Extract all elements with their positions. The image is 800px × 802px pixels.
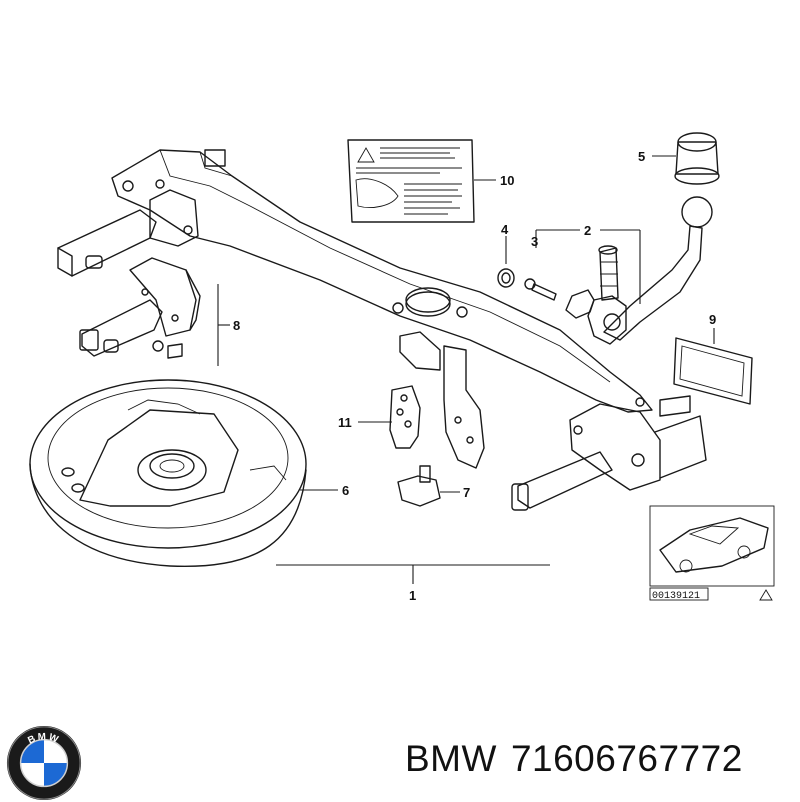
ball-neck [565,196,713,345]
callout-3: 3 [531,234,538,249]
callout-5: 5 [638,149,645,164]
callout-numbers: 1 2 3 4 5 6 7 8 9 10 11 [233,149,716,603]
svg-text:BMW: BMW [26,731,61,746]
callout-10: 10 [500,173,514,188]
mounting-plate [389,345,485,469]
side-bracket-set [79,257,201,359]
part-caption: BMW 71606767772 [405,738,757,780]
part-number: 71606767772 [510,738,743,779]
bmw-roundel-icon: BMW [6,725,82,801]
bolt-and-ring [497,268,557,301]
callout-4: 4 [501,222,509,237]
warning-triangle-icon [759,589,773,601]
brand-name: BMW [405,738,497,779]
callout-9: 9 [709,312,716,327]
callout-8: 8 [233,318,240,333]
socket-clip [397,465,441,507]
vehicle-thumbnail: 00139121 [649,505,775,602]
wheel-well-cover [29,379,307,568]
rubber-pad [673,337,753,405]
logo-text: BMW [26,731,59,746]
ball-cap [674,132,720,185]
callout-2: 2 [584,223,591,238]
callout-11: 11 [338,415,352,430]
leader-lines [217,155,715,584]
callout-6: 6 [342,483,349,498]
reference-code: 00139121 [652,591,700,602]
callout-1: 1 [409,588,416,603]
tow-bar-beam [57,149,707,511]
callout-7: 7 [463,485,470,500]
warning-label [347,139,475,223]
